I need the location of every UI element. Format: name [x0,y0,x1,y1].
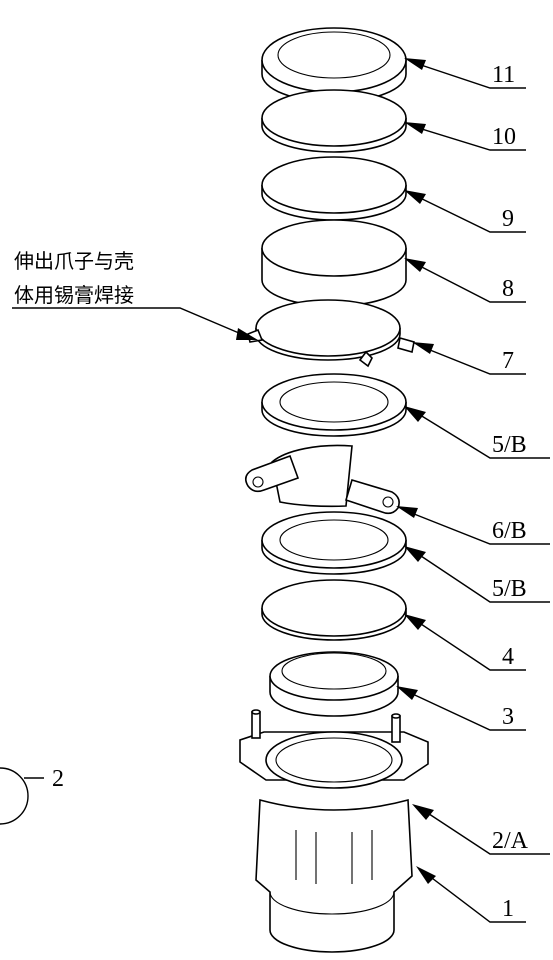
part-9-disc [261,156,407,221]
svg-text:11: 11 [492,62,515,88]
callout-7: 7 [412,342,526,375]
part-8-cylinder [261,219,407,307]
svg-text:5/B: 5/B [492,576,527,602]
callout-4: 4 [404,614,526,671]
part-7-tabbed-disc [247,299,415,368]
svg-text:5/B: 5/B [492,432,527,458]
svg-text:6/B: 6/B [492,518,527,544]
callout-1: 1 [416,866,526,923]
svg-text:9: 9 [502,206,514,232]
side-detail-circle-arc [0,767,29,825]
part-4-disc [261,579,407,641]
svg-text:2/A: 2/A [492,828,529,854]
note-arrowhead [236,328,258,340]
side-detail-label: 2 [52,766,64,792]
part-2a-holder [239,709,429,789]
svg-text:7: 7 [502,348,514,374]
callout-8: 8 [404,258,526,303]
callout-5b-upper: 5/B [404,406,550,459]
note-underline [12,307,247,337]
callout-5b-lower: 5/B [404,546,550,603]
callout-6b: 6/B [396,506,550,545]
note-line-1: 伸出爪子与壳 [14,249,134,273]
part-6b-contact-plate [244,444,400,515]
part-5b-upper-ring [261,373,407,437]
part-11-cap [261,27,407,103]
part-1-housing [255,798,413,953]
svg-text:1: 1 [502,896,514,922]
callout-3: 3 [396,686,526,731]
svg-text:10: 10 [492,124,516,150]
svg-text:8: 8 [502,276,514,302]
callout-10: 10 [404,122,526,151]
svg-text:4: 4 [502,644,514,670]
part-3-stepped-disc [269,651,399,717]
note-line-2: 体用锡膏焊接 [14,283,134,307]
callout-2a: 2/A [412,804,550,855]
callout-11: 11 [404,58,526,89]
svg-text:3: 3 [502,704,514,730]
callout-9: 9 [404,190,526,233]
part-10-disc [261,89,407,153]
part-5b-lower-ring [261,511,407,575]
